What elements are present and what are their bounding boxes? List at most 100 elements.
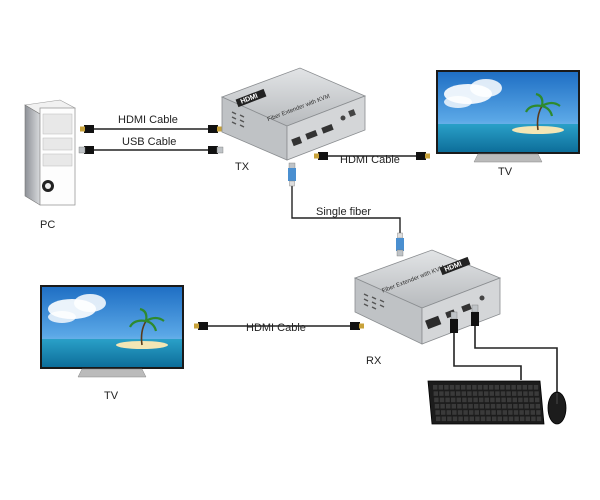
keyboard-key [528,385,533,390]
keyboard-key [480,410,485,415]
keyboard-key [473,397,478,403]
hdmi-connector-icon [350,322,364,330]
pc-tower-icon [24,99,76,206]
keyboard-key [451,403,456,409]
keyboard-key [462,403,468,409]
hdmi-connector-icon [314,152,328,160]
hdmi-connector-icon [208,125,222,133]
keyboard-key [472,391,478,396]
fiber-cable [288,162,404,257]
keyboard-key [469,410,474,415]
tv-bottom-label: TV [104,390,119,402]
keyboard-key [457,410,463,415]
keyboard-key [451,397,456,403]
keyboard-key [524,403,529,409]
keyboard-key [480,416,486,422]
keyboard-key [440,403,445,409]
keyboard-key [518,397,523,403]
keyboard-key [496,403,501,409]
rx-extender-icon: HDMI Fiber Extender with KVM [353,249,502,345]
tx-hdmi-cable-label: HDMI Cable [340,154,400,166]
keyboard-key [514,416,519,422]
keyboard-key [446,410,451,415]
keyboard-key [452,416,458,422]
keyboard-key [534,391,539,396]
keyboard-key [528,391,534,396]
keyboard-key [505,385,511,390]
keyboard-key [531,416,536,422]
keyboard-key [444,385,449,390]
tx-hdmi-cable [314,152,430,160]
keyboard-key [513,410,519,415]
keyboard-key [536,410,541,415]
rx-hdmi-cable-label: HDMI Cable [246,322,306,334]
keyboard-key [433,385,438,390]
keyboard-key [445,397,450,403]
keyboard-key [501,397,506,403]
keyboard-key [441,410,446,415]
keyboard-key [456,391,461,396]
hdmi-connector-icon [416,152,430,160]
keyboard-key [474,403,479,409]
keyboard-key [530,410,535,415]
keyboard-key [500,391,506,396]
keyboard-key [494,385,499,390]
tx-label: TX [235,161,250,173]
keyboard-key [449,385,455,390]
keyboard-key [462,397,467,403]
keyboard-key [485,403,490,409]
rx-hdmi-cable [194,322,364,330]
keyboard-key [455,385,460,390]
keyboard-icon [427,380,545,425]
keyboard-key [520,416,525,422]
keyboard-key [467,391,472,396]
keyboard-key [456,397,461,403]
keyboard-key [439,391,444,396]
pc-hdmi-cable [80,125,222,133]
keyboard-key [444,391,450,396]
keyboard-key [447,416,452,422]
keyboard-key [434,403,440,409]
keyboard-key [458,416,463,422]
mouse-icon [547,391,567,425]
tv-top-label: TV [498,166,513,178]
keyboard-key [507,397,512,403]
fiber-connector-icon [396,232,404,257]
keyboard-key [436,416,441,422]
keyboard-key [512,397,517,403]
usb-connector-icon [208,146,224,154]
usb-connector-icon [450,311,458,333]
keyboard-key [497,410,502,415]
pc-hdmi-cable-label: HDMI Cable [118,114,178,126]
keyboard-key [483,385,488,390]
keyboard-key [533,385,539,390]
keyboard-key [489,385,494,390]
keyboard-key [464,416,469,422]
keyboard-key [489,391,494,396]
keyboard-key [517,385,522,390]
keyboard-key [477,385,483,390]
keyboard-key [513,403,518,409]
keyboard-key [506,391,511,396]
keyboard-key [457,403,462,409]
keyboard-key [490,397,495,403]
pc-usb-cable-label: USB Cable [122,136,176,148]
tv-icon [436,70,580,163]
keyboard-key [450,391,455,396]
keyboard-key [467,397,473,403]
hdmi-connector-icon [80,125,94,133]
keyboard-key [491,410,496,415]
keyboard-key [446,403,451,409]
keyboard-key [535,403,540,409]
keyboard-key [485,410,491,415]
keyboard-key [461,391,466,396]
keyboard-key [484,391,489,396]
keyboard-key [478,391,483,396]
keyboard-key [490,403,496,409]
keyboard-key [479,397,484,403]
keyboard-key [529,397,534,403]
keyboard-key [484,397,489,403]
keyboard-key [461,385,466,390]
keyboard-key [435,410,440,415]
keyboard-key [466,385,471,390]
